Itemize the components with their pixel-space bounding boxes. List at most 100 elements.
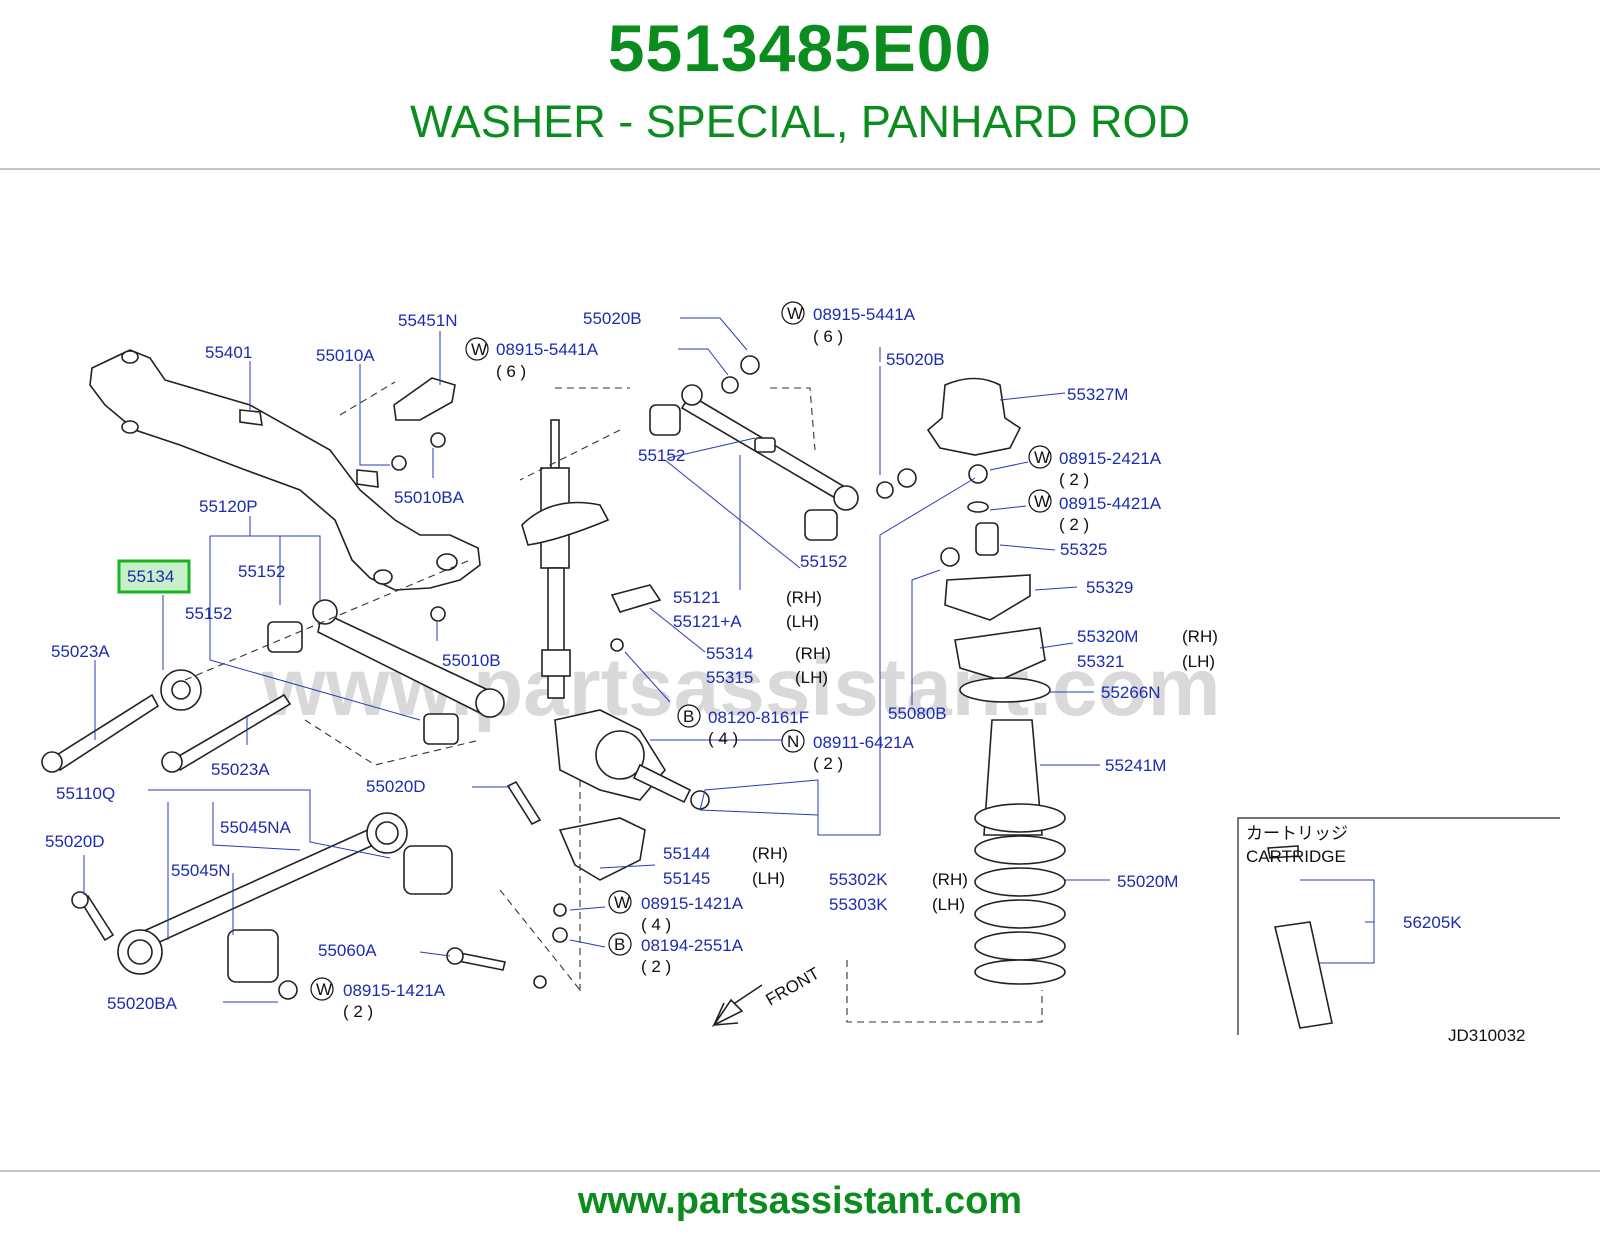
label-55010b[interactable]: 55010B bbox=[442, 651, 501, 670]
fastener-callout-5[interactable]: B 08120-8161F ( 4 ) bbox=[677, 704, 809, 748]
label-55320m[interactable]: 55320M bbox=[1077, 627, 1138, 646]
label-55145[interactable]: 55145 bbox=[663, 869, 710, 888]
label-55020d-center[interactable]: 55020D bbox=[366, 777, 426, 796]
label-55121[interactable]: 55121 bbox=[673, 588, 720, 607]
label-55329[interactable]: 55329 bbox=[1086, 578, 1133, 597]
svg-text:08915-1421A: 08915-1421A bbox=[343, 981, 446, 1000]
fastener-callout-1[interactable]: W 08915-5441A ( 6 ) bbox=[465, 337, 599, 381]
svg-text:B: B bbox=[614, 935, 625, 954]
label-55020ba[interactable]: 55020BA bbox=[107, 994, 178, 1013]
svg-text:08915-5441A: 08915-5441A bbox=[813, 305, 916, 324]
footer-url[interactable]: www.partsassistant.com bbox=[577, 1180, 1023, 1222]
fastener-callout-4[interactable]: W 08915-4421A ( 2 ) bbox=[1028, 489, 1162, 534]
knuckle-bracket-part bbox=[558, 817, 646, 881]
label-55451n[interactable]: 55451N bbox=[398, 311, 458, 330]
label-55121a[interactable]: 55121+A bbox=[673, 612, 742, 631]
label-55315[interactable]: 55315 bbox=[706, 668, 753, 687]
front-arrow-icon bbox=[711, 984, 763, 1028]
part-number-title: 5513485E00 bbox=[607, 11, 993, 85]
label-55401[interactable]: 55401 bbox=[205, 343, 252, 362]
label-55152-left[interactable]: 55152 bbox=[238, 562, 285, 581]
label-55302k[interactable]: 55302K bbox=[829, 870, 888, 889]
fastener-callout-7[interactable]: W 08915-1421A ( 4 ) bbox=[608, 890, 744, 934]
label-55266n[interactable]: 55266N bbox=[1101, 683, 1161, 702]
nut-part-2 bbox=[430, 606, 446, 622]
side-55303k: (LH) bbox=[932, 895, 965, 914]
fastener-callout-6[interactable]: N 08911-6421A ( 2 ) bbox=[781, 729, 914, 773]
svg-text:( 6 ): ( 6 ) bbox=[813, 327, 843, 346]
label-55303k[interactable]: 55303K bbox=[829, 895, 888, 914]
label-55152-lower[interactable]: 55152 bbox=[185, 604, 232, 623]
page-header: 5513485E00 WASHER - SPECIAL, PANHARD ROD bbox=[0, 0, 1600, 170]
label-55023a-right[interactable]: 55023A bbox=[211, 760, 270, 779]
bolt-55060a-part bbox=[446, 947, 506, 971]
assembly-line-3 bbox=[770, 387, 816, 451]
label-55325[interactable]: 55325 bbox=[1060, 540, 1107, 559]
label-55020b-top[interactable]: 55020B bbox=[583, 309, 642, 328]
label-55314[interactable]: 55314 bbox=[706, 644, 753, 663]
label-55080b[interactable]: 55080B bbox=[888, 704, 947, 723]
side-55315: (LH) bbox=[795, 668, 828, 687]
side-55321: (LH) bbox=[1182, 652, 1215, 671]
svg-text:( 2 ): ( 2 ) bbox=[343, 1002, 373, 1021]
svg-text:W: W bbox=[614, 893, 630, 912]
svg-text:08915-4421A: 08915-4421A bbox=[1059, 494, 1162, 513]
nut-part-a bbox=[740, 355, 760, 375]
bolt-part bbox=[391, 455, 407, 471]
label-55152-arm[interactable]: 55152 bbox=[800, 552, 847, 571]
washer-part-a bbox=[721, 376, 739, 394]
label-55020b-right[interactable]: 55020B bbox=[886, 350, 945, 369]
plate-55329-part bbox=[944, 574, 1031, 621]
label-55327m[interactable]: 55327M bbox=[1067, 385, 1128, 404]
label-55060a[interactable]: 55060A bbox=[318, 941, 377, 960]
label-55010ba[interactable]: 55010BA bbox=[394, 488, 465, 507]
svg-text:( 2 ): ( 2 ) bbox=[813, 754, 843, 773]
watermark: www.partsassistant.com bbox=[261, 642, 1221, 733]
label-55110q[interactable]: 55110Q bbox=[56, 784, 115, 803]
svg-text:W: W bbox=[1034, 448, 1050, 467]
svg-text:08120-8161F: 08120-8161F bbox=[708, 708, 809, 727]
highlight-box bbox=[117, 559, 191, 594]
svg-text:( 4 ): ( 4 ) bbox=[641, 915, 671, 934]
bolt-55020d-part bbox=[506, 780, 542, 826]
cartridge-box bbox=[1237, 817, 1560, 1035]
label-55023a-left[interactable]: 55023A bbox=[51, 642, 110, 661]
plate-55314-part bbox=[610, 584, 662, 613]
label-55152-upper[interactable]: 55152 bbox=[638, 446, 685, 465]
side-55320m: (RH) bbox=[1182, 627, 1218, 646]
svg-text:N: N bbox=[787, 732, 799, 751]
label-55241m[interactable]: 55241M bbox=[1105, 756, 1166, 775]
svg-text:( 2 ): ( 2 ) bbox=[1059, 470, 1089, 489]
bolt-55314-part bbox=[610, 638, 624, 652]
nut-part-b bbox=[897, 468, 917, 488]
label-56205k[interactable]: 56205K bbox=[1403, 913, 1462, 932]
side-55314: (RH) bbox=[795, 644, 831, 663]
label-55045n[interactable]: 55045N bbox=[171, 861, 231, 880]
panhard-rod-part bbox=[117, 812, 453, 1000]
fastener-callout-8[interactable]: B 08194-2551A ( 2 ) bbox=[608, 932, 744, 976]
label-55010a[interactable]: 55010A bbox=[316, 346, 375, 365]
svg-text:( 2 ): ( 2 ) bbox=[641, 957, 671, 976]
fastener-callout-2[interactable]: W 08915-5441A ( 6 ) bbox=[781, 301, 916, 346]
label-55144[interactable]: 55144 bbox=[663, 844, 710, 863]
fastener-callout-9[interactable]: W 08915-1421A ( 2 ) bbox=[310, 977, 446, 1021]
svg-text:( 2 ): ( 2 ) bbox=[1059, 515, 1089, 534]
upper-arm-part bbox=[649, 384, 859, 541]
label-55045na[interactable]: 55045NA bbox=[220, 818, 292, 837]
washer-part-b bbox=[876, 481, 894, 499]
assembly-line-5 bbox=[304, 719, 481, 766]
fastener-callout-3[interactable]: W 08915-2421A ( 2 ) bbox=[1028, 445, 1162, 489]
label-55020m[interactable]: 55020M bbox=[1117, 872, 1178, 891]
assembly-line bbox=[339, 381, 396, 416]
label-55120p[interactable]: 55120P bbox=[199, 497, 258, 516]
label-55321[interactable]: 55321 bbox=[1077, 652, 1124, 671]
lower-arm-part bbox=[267, 599, 505, 745]
washer-part-c bbox=[967, 501, 989, 513]
footer-divider bbox=[0, 1170, 1600, 1172]
svg-text:08915-2421A: 08915-2421A bbox=[1059, 449, 1162, 468]
side-55121a: (LH) bbox=[786, 612, 819, 631]
svg-text:( 6 ): ( 6 ) bbox=[496, 362, 526, 381]
label-55134[interactable]: 55134 bbox=[127, 567, 174, 586]
label-55020d-left[interactable]: 55020D bbox=[45, 832, 105, 851]
